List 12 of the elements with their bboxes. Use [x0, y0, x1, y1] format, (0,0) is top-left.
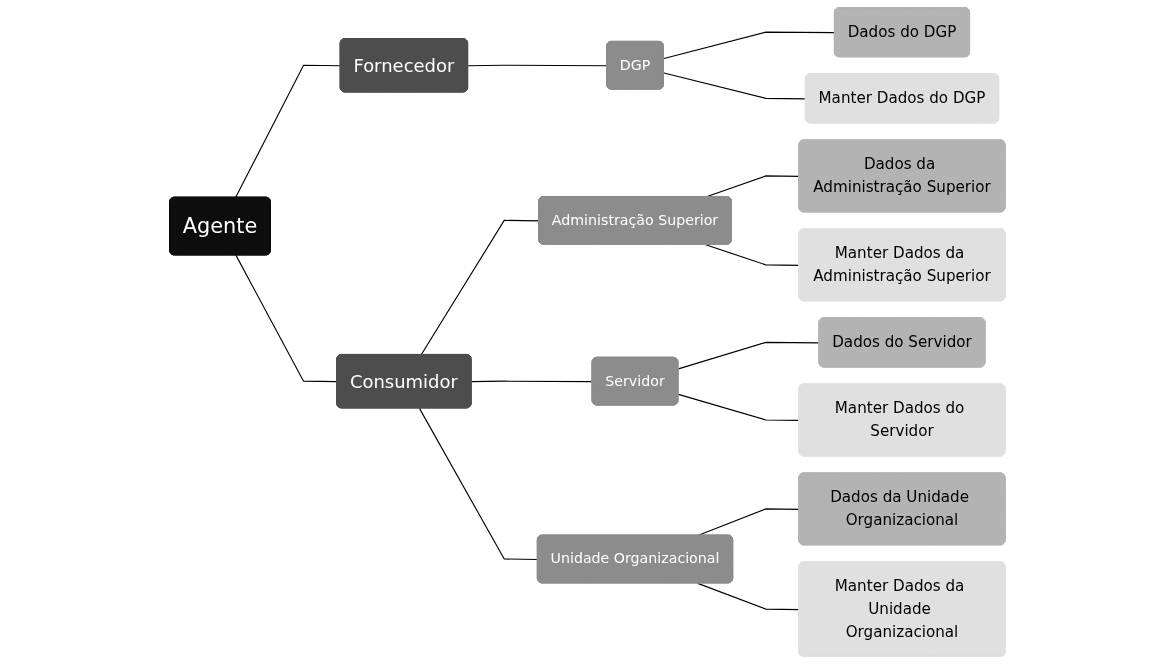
connector: [678, 341, 821, 370]
connector: [420, 219, 540, 356]
connector: [663, 72, 807, 100]
connector: [697, 582, 801, 611]
connector: [467, 64, 608, 67]
connector: [678, 393, 801, 421]
connector: [705, 244, 801, 266]
connector: [235, 64, 342, 199]
connector: [235, 254, 338, 383]
connector: [419, 407, 539, 561]
connector: [663, 31, 836, 60]
connector: [471, 380, 594, 383]
